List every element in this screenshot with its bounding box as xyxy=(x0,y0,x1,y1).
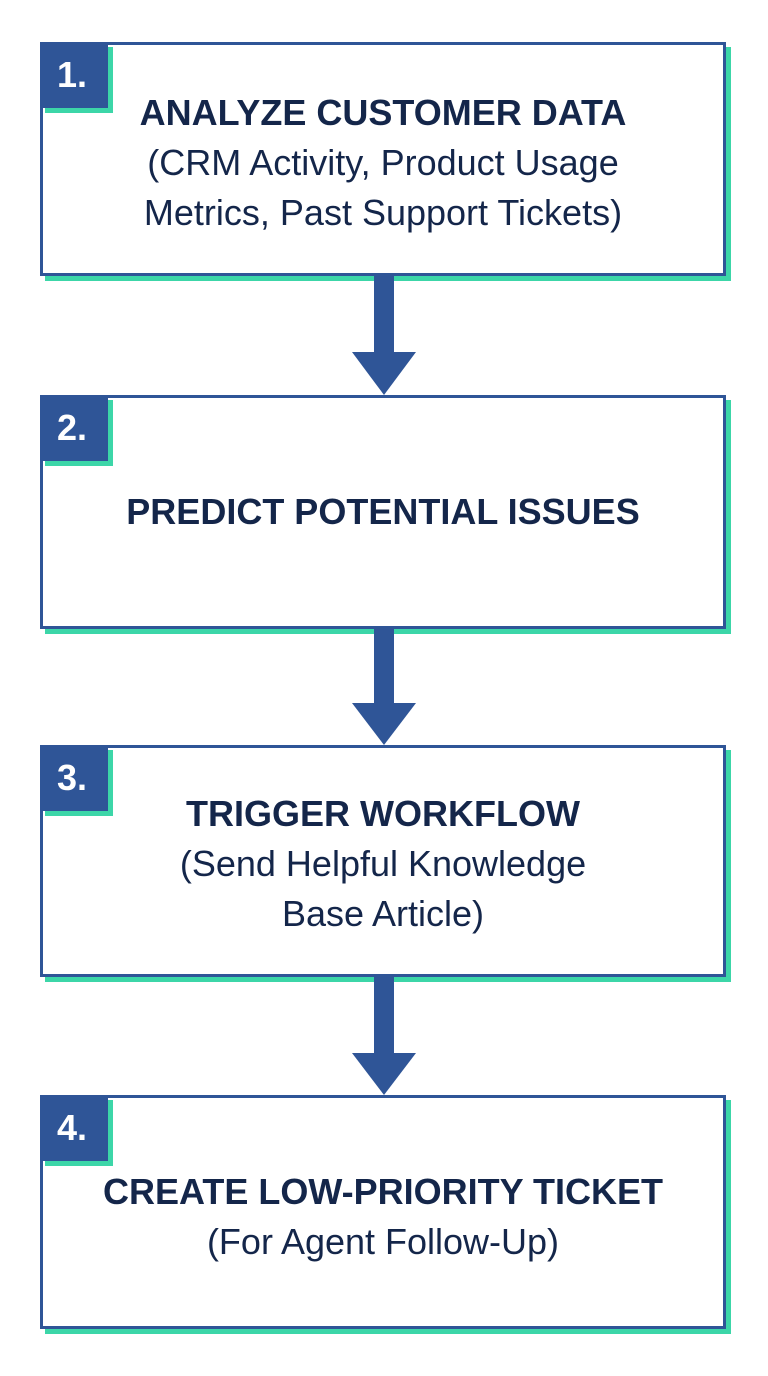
step-4-number-badge: 4. xyxy=(40,1095,108,1161)
step-3-number-badge: 3. xyxy=(40,745,108,811)
step-1-title: ANALYZE CUSTOMER DATA xyxy=(139,92,627,133)
step-4-title: CREATE LOW-PRIORITY TICKET xyxy=(103,1171,663,1212)
step-2-title: PREDICT POTENTIAL ISSUES xyxy=(126,491,640,532)
arrow-down-icon xyxy=(352,977,416,1095)
step-1-detail: (CRM Activity, Product Usage Metrics, Pa… xyxy=(143,142,623,233)
step-1-box: 1. ANALYZE CUSTOMER DATA (CRM Activity, … xyxy=(40,42,726,276)
step-2-number-badge: 2. xyxy=(40,395,108,461)
arrow-down-icon xyxy=(352,629,416,745)
step-3-detail: (Send Helpful Knowledge Base Article) xyxy=(179,843,587,934)
step-4-box: 4. CREATE LOW-PRIORITY TICKET (For Agent… xyxy=(40,1095,726,1329)
step-4-detail: (For Agent Follow-Up) xyxy=(206,1221,560,1262)
arrow-down-icon xyxy=(352,276,416,395)
step-3-box: 3. TRIGGER WORKFLOW (Send Helpful Knowle… xyxy=(40,745,726,977)
step-2-box: 2. PREDICT POTENTIAL ISSUES xyxy=(40,395,726,629)
step-1-number-badge: 1. xyxy=(40,42,108,108)
step-3-title: TRIGGER WORKFLOW xyxy=(186,793,580,834)
